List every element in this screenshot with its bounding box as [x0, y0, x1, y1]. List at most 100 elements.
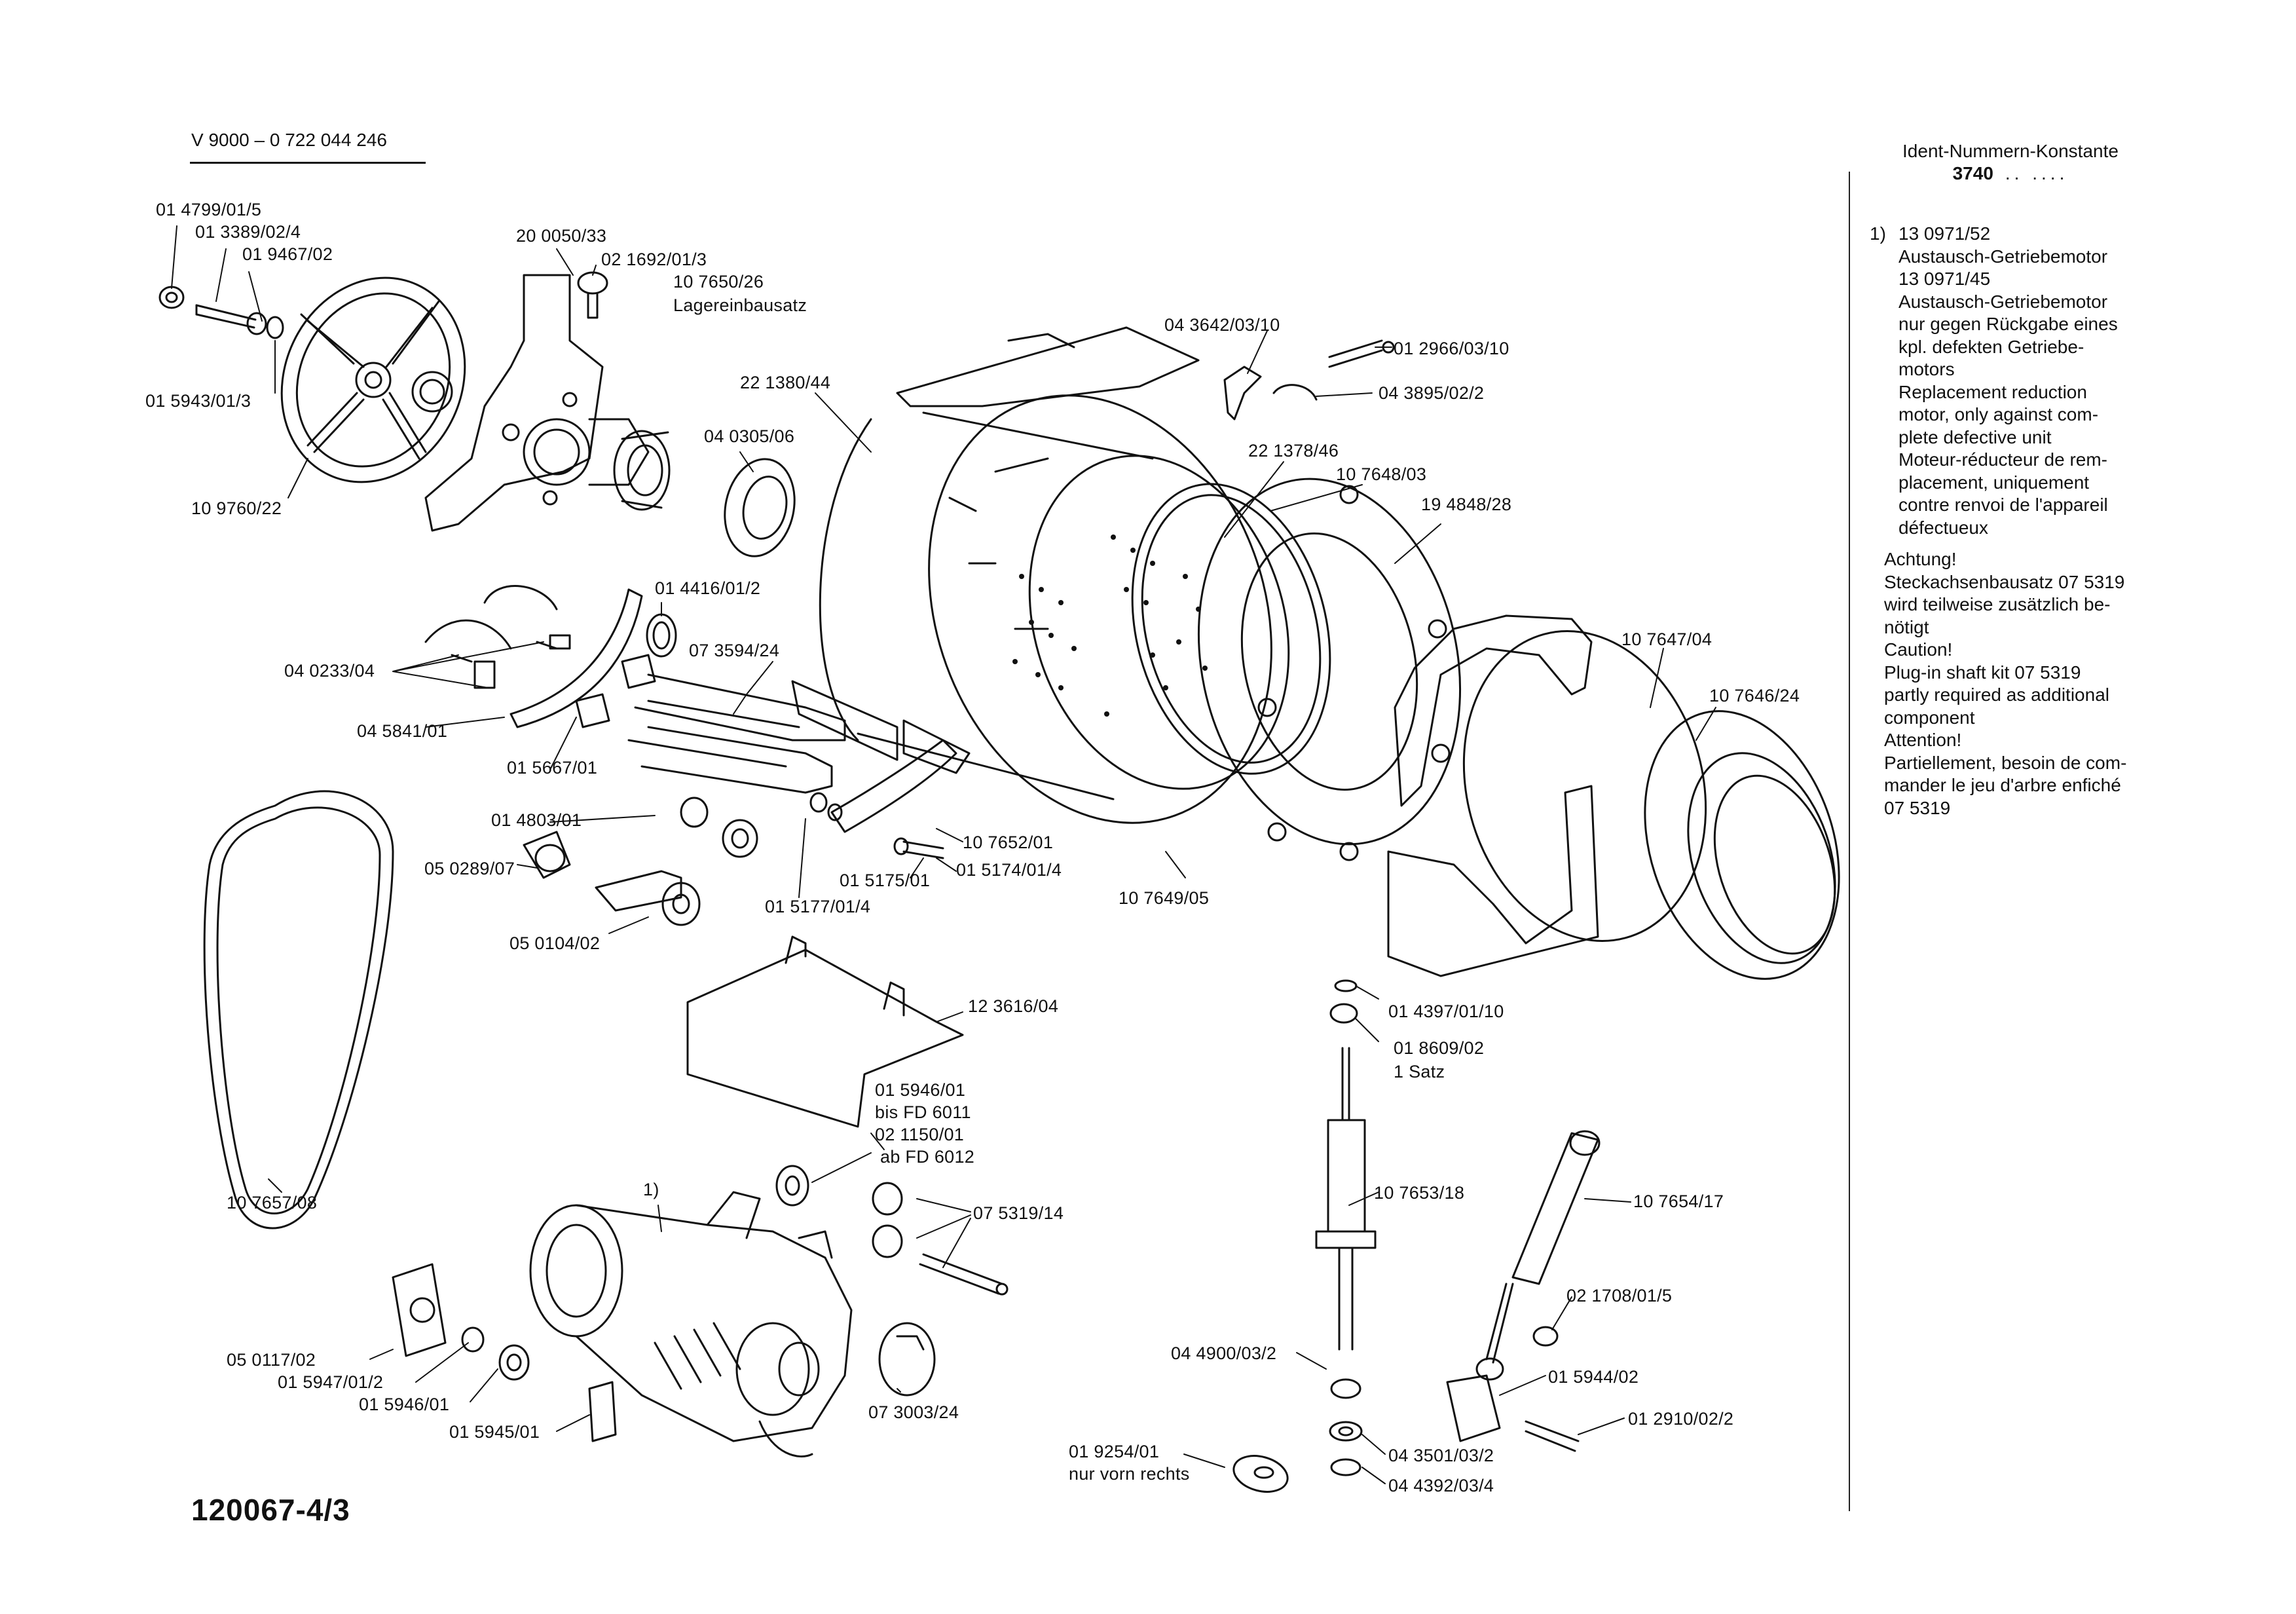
part-label: 04 3501/03/2 [1388, 1446, 1494, 1465]
note-line: plete defective unit [1898, 426, 2052, 447]
note-line: partly required as additional [1884, 685, 2109, 705]
shock-absorber-right-drawing [1446, 1130, 1601, 1452]
part-label: ab FD 6012 [880, 1147, 975, 1167]
ident-value: 3740 [1952, 163, 1993, 183]
part-label: 01 5177/01/4 [765, 897, 871, 916]
note-line: Attention! [1884, 730, 1962, 750]
note-line: motor, only against com- [1898, 404, 2099, 424]
notes-block: 1)13 0971/52 Austausch-Getriebemotor 13 … [1870, 223, 2126, 819]
part-label: 20 0050/33 [516, 226, 607, 246]
thermostat-drawing [523, 831, 571, 879]
part-label: 01 5944/02 [1548, 1367, 1639, 1387]
note-line: nur gegen Rückgabe eines [1898, 314, 2118, 334]
part-label: 10 7647/04 [1621, 629, 1713, 649]
part-label: 01 5175/01 [840, 871, 931, 890]
strap-drawing [830, 739, 957, 833]
part-label: 01 5174/01/4 [956, 860, 1062, 880]
part-label: 01 5943/01/3 [145, 391, 251, 411]
bearing-drawing [613, 430, 671, 511]
part-label: 01 9254/01 [1069, 1442, 1160, 1461]
part-label: 19 4848/28 [1421, 495, 1512, 514]
drive-belt-drawing [203, 790, 394, 1229]
part-label: 04 3895/02/2 [1379, 383, 1485, 403]
foot-pad-drawing [1232, 1455, 1289, 1493]
note-line: component [1884, 707, 1975, 728]
pulley-bolt-drawing [158, 286, 284, 339]
bearing-bracket-drawing [411, 274, 650, 532]
clamp-drawing [1223, 339, 1395, 421]
part-label: 10 7657/08 [227, 1193, 318, 1212]
note-line: contre renvoi de l'appareil [1898, 495, 2108, 515]
drive-motor-drawing [529, 1191, 853, 1457]
screw-small-drawing [893, 837, 944, 859]
nut-drawing [646, 613, 677, 658]
note-line: kpl. defekten Getriebe- [1898, 336, 2084, 357]
note-ref-1: 1)13 0971/52 Austausch-Getriebemotor 13 … [1870, 223, 2126, 539]
shaft-seal-drawing [724, 458, 796, 557]
part-label: 05 0289/07 [424, 859, 515, 878]
washing-drum-drawing [791, 326, 1290, 824]
part-label: 12 3616/04 [968, 996, 1059, 1016]
note-line: Partiellement, besoin de com- [1884, 752, 2127, 773]
note-line: Replacement reduction [1898, 381, 2087, 402]
note-line: 13 0971/52 [1898, 223, 1991, 244]
part-label: 02 1150/01 [875, 1125, 965, 1144]
part-label: 04 0305/06 [704, 426, 795, 446]
screw-drawing [577, 271, 608, 319]
note-line: défectueux [1898, 517, 1988, 538]
ident-number-block: Ident-Nummern-Konstante 3740.. .... [1870, 140, 2151, 185]
part-label: 22 1378/46 [1248, 441, 1339, 460]
part-label: 04 4900/03/2 [1171, 1343, 1277, 1363]
part-label: nur vorn rechts [1069, 1464, 1190, 1484]
note-line: motors [1898, 359, 1955, 379]
part-label: 10 9760/22 [191, 498, 282, 518]
part-label: 04 3642/03/10 [1164, 315, 1280, 335]
part-label: 10 7646/24 [1709, 686, 1800, 705]
note-line: nötigt [1884, 616, 1929, 637]
part-label: 10 7654/17 [1633, 1192, 1724, 1211]
note-line: mander le jeu d'arbre enfiché [1884, 775, 2121, 795]
part-label: 01 5945/01 [449, 1422, 540, 1442]
heating-element-drawing [575, 654, 846, 794]
part-label: 07 3594/24 [689, 641, 780, 660]
part-label: 01 5667/01 [507, 758, 598, 778]
sheet-number: 120067-4/3 [191, 1493, 350, 1527]
note-line: Achtung! [1884, 549, 1957, 569]
part-label: 1 Satz [1394, 1062, 1445, 1081]
part-label: 01 3389/02/4 [195, 222, 301, 242]
shock-absorber-left-drawing [1315, 979, 1377, 1476]
part-label: 05 0117/02 [227, 1350, 316, 1370]
part-label: 01 4397/01/10 [1388, 1002, 1504, 1021]
part-label: 01 4803/01 [491, 810, 582, 830]
damper-mount-drawing [595, 870, 701, 926]
part-label: 04 5841/01 [357, 721, 448, 741]
part-label: 01 5946/01 [875, 1080, 966, 1100]
part-label: 22 1380/44 [740, 373, 831, 392]
part-label: 04 0233/04 [284, 661, 375, 681]
part-label: 01 2910/02/2 [1628, 1409, 1734, 1429]
part-label: 02 1708/01/5 [1566, 1286, 1673, 1305]
header-underline [190, 162, 426, 164]
note-line: Plug-in shaft kit 07 5319 [1884, 662, 2081, 683]
part-label: 10 7653/18 [1374, 1183, 1465, 1203]
wire-harness-drawing [424, 585, 571, 689]
column-divider [1849, 172, 1850, 1511]
capacitor-drawing [878, 1322, 936, 1397]
note-line: Caution! [1884, 639, 1953, 660]
ident-dots: .. .... [2005, 163, 2069, 183]
motor-mount-drawing [392, 1263, 617, 1442]
part-label: 01 5947/01/2 [278, 1372, 384, 1392]
part-label: bis FD 6011 [875, 1102, 971, 1122]
part-label: 01 4416/01/2 [655, 578, 761, 598]
part-label: 02 1692/01/3 [601, 250, 707, 269]
note-line: placement, uniquement [1898, 472, 2090, 493]
leader-lines [171, 225, 1716, 1484]
plug-in-shaft-drawing [872, 1182, 1009, 1296]
note-line: 13 0971/45 [1898, 269, 1991, 289]
note-line: Austausch-Getriebemotor [1898, 246, 2108, 267]
drum-perforation-drawing [1012, 535, 1208, 717]
part-label: 07 5319/14 [973, 1203, 1064, 1223]
note-line: wird teilweise zusätzlich be- [1884, 594, 2111, 614]
note-line: Austausch-Getriebemotor [1898, 291, 2108, 312]
